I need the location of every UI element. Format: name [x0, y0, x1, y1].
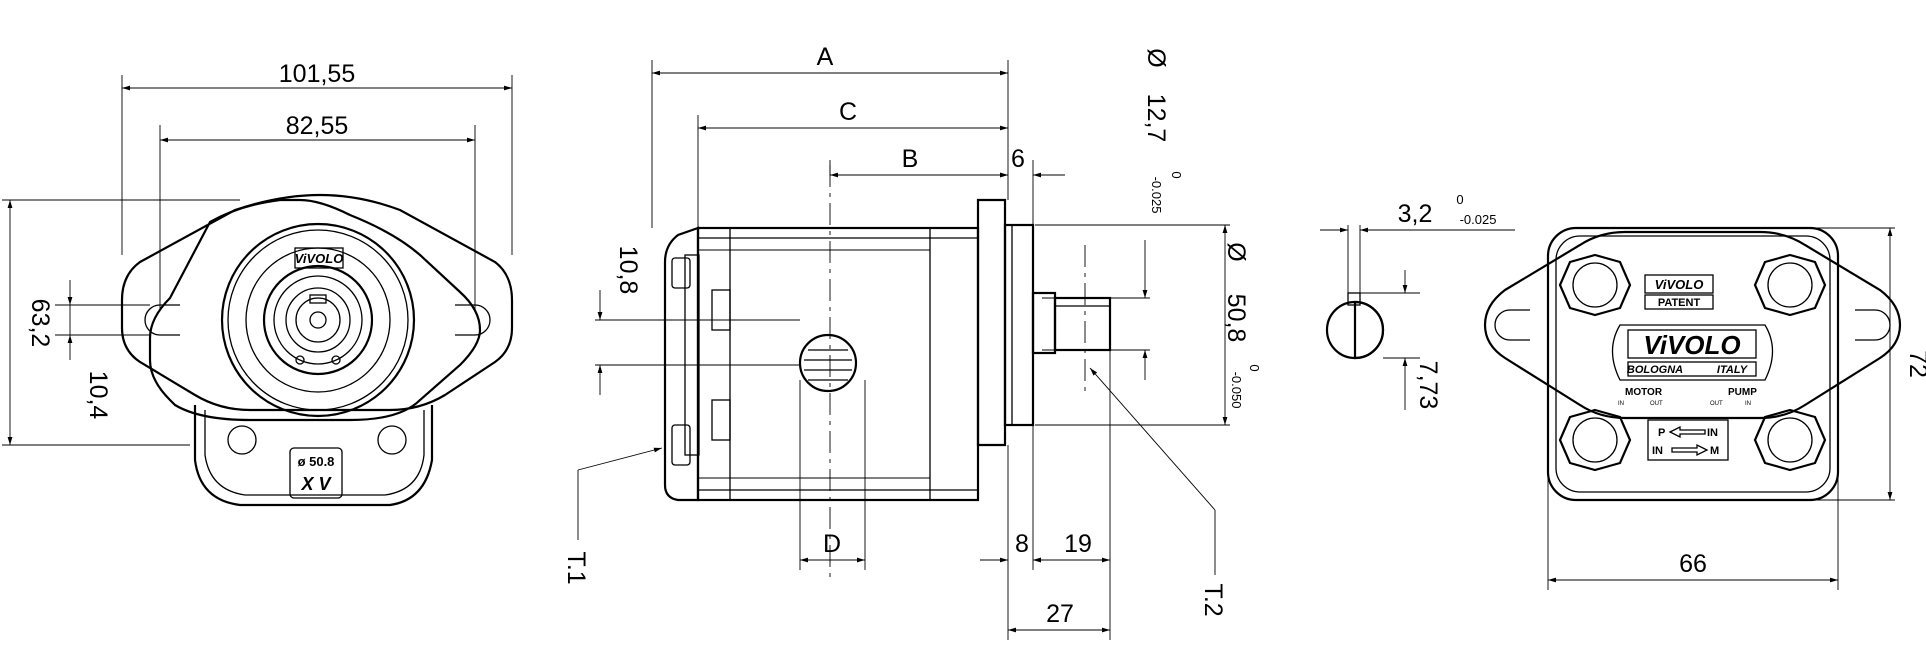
- side-view: [663, 165, 1112, 580]
- dim-pilot-length: 8: [1015, 530, 1029, 558]
- dim-d: D: [823, 530, 841, 558]
- rear-out-small: OUT: [1650, 401, 1663, 407]
- dim-flange-width: 101,55: [279, 60, 355, 88]
- dim-total-shaft: 27: [1046, 600, 1074, 628]
- pilot-dia-tol-lower: -0.050: [1229, 372, 1244, 409]
- rear-motor: MOTOR: [1625, 387, 1663, 398]
- dim-b: B: [902, 145, 919, 173]
- rear-port-in-1: IN: [1707, 427, 1718, 439]
- dim-key-depth: 7,73: [1414, 361, 1442, 410]
- rear-out-small-2: OUT: [1710, 401, 1723, 407]
- bolt-top-right: [1753, 253, 1827, 317]
- key-width-tol-lower: -0.025: [1460, 212, 1497, 227]
- bolt-bottom-right: [1753, 408, 1827, 472]
- dim-shaft-dia: 12,7: [1142, 94, 1170, 143]
- dim-body-width: 66: [1679, 550, 1707, 578]
- dim-body-height: 72: [1904, 350, 1926, 378]
- front-view-dimensions: 101,55 82,55 63,2 10,4: [2, 60, 513, 446]
- label-t2: T.2: [1199, 583, 1227, 616]
- pilot-dia-tol-upper: 0: [1247, 364, 1262, 371]
- rear-port-m: M: [1710, 445, 1719, 457]
- rear-view-dimensions: 66 72: [1547, 227, 1926, 590]
- bolt-top-left: [1558, 253, 1632, 317]
- side-view-dimensions: A C B 6 10,8 Ø 12,7 0 -0.025 Ø 50,8 0 -0…: [562, 43, 1262, 640]
- rear-port-p: P: [1658, 427, 1665, 439]
- dim-shaft-length: 19: [1064, 530, 1092, 558]
- dim-port-height: 10,8: [614, 246, 642, 295]
- dim-a: A: [817, 43, 834, 71]
- rear-country: ITALY: [1717, 364, 1749, 376]
- rear-port-in-2: IN: [1652, 445, 1663, 457]
- dim-shaft-offset: 6: [1011, 145, 1025, 173]
- shaft-dia-tol-upper: 0: [1169, 171, 1184, 178]
- front-view: ø 50.8 X V ViVOLO: [120, 193, 514, 507]
- dim-c: C: [839, 98, 857, 126]
- bolt-bottom-left: [1558, 408, 1632, 472]
- dim-slot-width: 10,4: [84, 371, 112, 420]
- rear-in-small: IN: [1618, 401, 1624, 407]
- label-t1: T.1: [562, 551, 590, 584]
- pilot-dia-symbol: Ø: [1222, 242, 1250, 261]
- rear-brand-large: ViVOLO: [1643, 330, 1740, 360]
- shaft-section: [1325, 292, 1385, 360]
- dim-flange-height: 63,2: [26, 299, 54, 348]
- dim-pilot-dia: 50,8: [1222, 294, 1250, 343]
- dim-key-width: 3,2: [1398, 200, 1433, 228]
- shaft-section-dimensions: 3,2 0 -0.025 7,73: [1320, 192, 1515, 410]
- pilot-mark: ø 50.8: [298, 454, 335, 469]
- rear-city: BOLOGNA: [1627, 364, 1683, 376]
- key-width-tol-upper: 0: [1456, 192, 1463, 207]
- series-mark: X V: [300, 474, 332, 494]
- rear-brand-small: ViVOLO: [1655, 277, 1704, 292]
- rear-in-small-2: IN: [1745, 401, 1751, 407]
- rear-view: ViVOLO PATENT ViVOLO BOLOGNA ITALY MOTOR…: [1483, 226, 1902, 502]
- rear-patent: PATENT: [1658, 297, 1701, 309]
- rear-pump: PUMP: [1728, 387, 1757, 398]
- dim-hole-spacing: 82,55: [286, 112, 349, 140]
- front-brand-mark: ViVOLO: [295, 251, 344, 266]
- shaft-dia-symbol: Ø: [1142, 48, 1170, 67]
- shaft-dia-tol-lower: -0.025: [1149, 177, 1164, 214]
